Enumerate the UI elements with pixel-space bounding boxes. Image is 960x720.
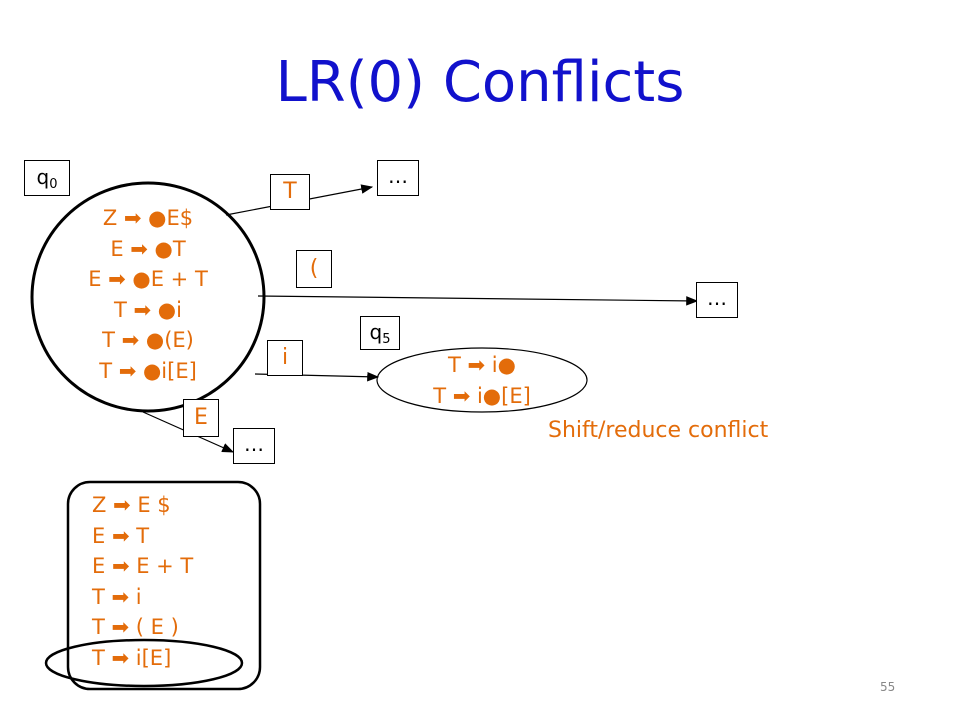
q0-item: T ➡ ●i [114, 297, 182, 322]
grammar-rule: T ➡ ( E ) [92, 615, 179, 639]
edge-label-E: E [183, 399, 219, 437]
placeholder-state-top: … [377, 160, 419, 196]
state-q0-circle [30, 181, 266, 413]
edge-label-T: T [270, 174, 310, 210]
grammar-rule: E ➡ E + T [92, 554, 194, 578]
placeholder-state-bottom: … [233, 428, 275, 464]
page-number: 55 [880, 680, 896, 694]
conflict-note: Shift/reduce conflict [548, 418, 769, 443]
grammar-rule: T ➡ i[E] [92, 645, 172, 670]
state-q5-subscript: 5 [382, 332, 391, 347]
edge-label-i: i [267, 340, 303, 376]
state-q5-label: q5 [360, 316, 400, 350]
grammar-rule: T ➡ i [92, 584, 142, 609]
grammar-box [66, 480, 262, 691]
slide-title: LR(0) Conflicts [275, 50, 685, 115]
state-q0-label: q0 [24, 160, 70, 196]
state-q5-name: q [369, 320, 383, 344]
grammar-rule: E ➡ T [92, 523, 150, 548]
grammar-rules: Z ➡ E $ E ➡ T E ➡ E + T T ➡ i T ➡ ( E ) … [92, 490, 252, 673]
q5-item: T ➡ i●[E] [433, 383, 531, 408]
conflict-rule-highlight [44, 638, 244, 688]
q0-item: E ➡ ●E + T [88, 267, 208, 291]
q5-item: T ➡ i● [448, 353, 516, 377]
state-q0-items: Z ➡ ●E$ E ➡ ●T E ➡ ●E + T T ➡ ●i T ➡ ●(E… [42, 203, 254, 386]
edge-label-lparen: ( [296, 250, 332, 288]
state-q0-subscript: 0 [49, 177, 58, 192]
edge-lparen-arrow [257, 295, 699, 306]
state-q0-name: q [36, 165, 50, 189]
state-q5-items: T ➡ i● T ➡ i●[E] [392, 350, 572, 411]
q0-item: E ➡ ●T [110, 236, 186, 261]
q0-item: T ➡ ●i[E] [99, 358, 197, 383]
placeholder-state-right: … [696, 282, 738, 318]
q0-item: Z ➡ ●E$ [102, 206, 194, 230]
q0-item: T ➡ ●(E) [102, 328, 194, 352]
grammar-rule: Z ➡ E $ [92, 493, 171, 517]
